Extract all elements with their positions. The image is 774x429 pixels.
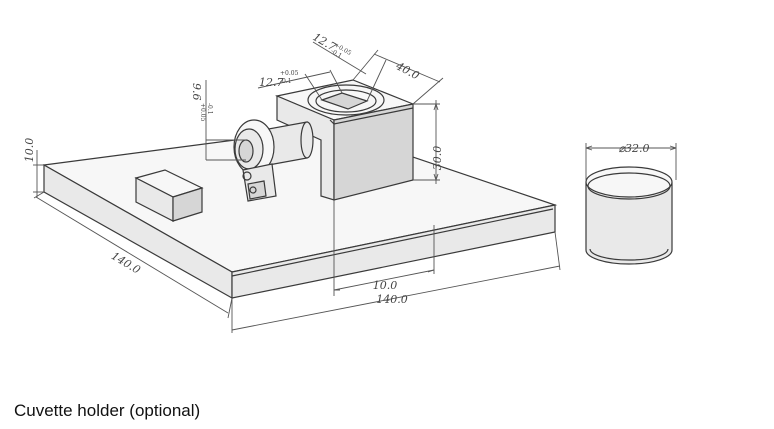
dim-cavity-b-tol-bottom: -0.1 <box>330 48 344 60</box>
fiber-adapter <box>233 119 314 202</box>
base-plate <box>42 127 558 300</box>
dim-cap-diameter: ⌀32.0 <box>618 142 649 155</box>
figure-caption: Cuvette holder (optional) <box>14 401 201 420</box>
dim-block-width: 40.0 <box>393 59 422 82</box>
dim-port-tol-bottom: -0.1 <box>206 103 213 115</box>
dim-cavity-a-tol-top: +0.05 <box>280 70 299 77</box>
dim-base-height: 10.0 <box>23 138 36 163</box>
dimension-lines <box>33 41 677 333</box>
small-block <box>134 169 204 222</box>
dim-port-diameter: 9.6 <box>190 83 203 101</box>
technical-drawing: 10.0 140.0 140.0 10.0 30.0 40.0 12.7 +0.… <box>23 30 677 333</box>
dim-block-offset: 10.0 <box>373 279 398 292</box>
round-cap <box>585 166 673 265</box>
dim-port-tol-top: +0.05 <box>199 103 206 122</box>
cuvette-block <box>274 79 416 201</box>
dim-cavity-a-tol-bottom: -0.1 <box>280 78 292 85</box>
dim-block-height: 30.0 <box>431 146 444 171</box>
dim-base-width: 140.0 <box>376 293 408 306</box>
dim-base-depth: 140.0 <box>109 249 143 276</box>
dim-cavity-a: 12.7 <box>259 76 284 89</box>
